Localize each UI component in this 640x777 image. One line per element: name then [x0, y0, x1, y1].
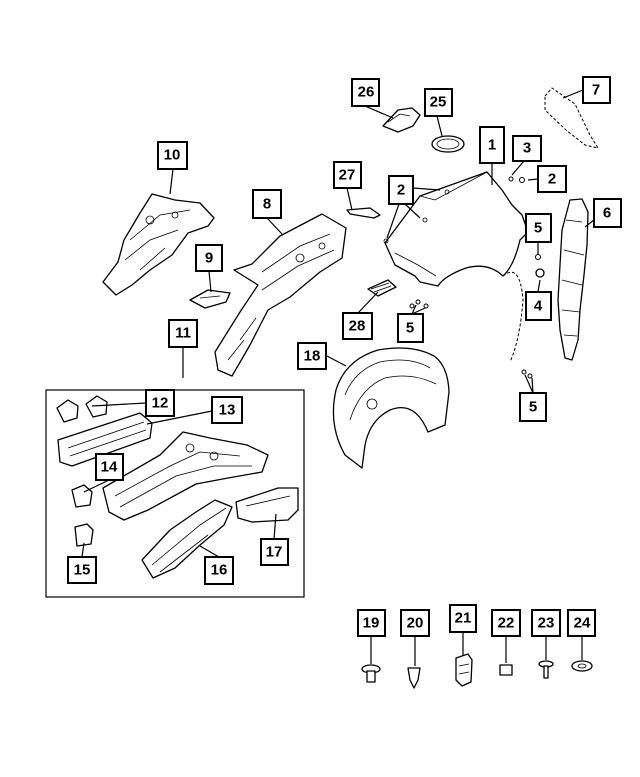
callout-12: 12: [145, 389, 175, 417]
callout-10: 10: [157, 141, 188, 170]
callout-2-secondary: 2: [537, 165, 567, 193]
svg-text:21: 21: [455, 610, 472, 627]
svg-text:26: 26: [358, 84, 375, 101]
svg-text:4: 4: [534, 298, 543, 315]
lower-rail-part: [141, 499, 233, 579]
svg-text:7: 7: [592, 82, 600, 99]
retainer-20-part: [407, 667, 421, 689]
callout-15: 15: [67, 556, 97, 584]
callout-5: 5: [525, 213, 552, 243]
callout-27: 27: [333, 161, 362, 189]
callout-19: 19: [357, 609, 386, 637]
callout-21: 21: [449, 604, 477, 633]
svg-text:14: 14: [101, 459, 118, 476]
apron-assembly-part: [102, 193, 215, 296]
svg-text:25: 25: [430, 94, 447, 111]
leader-lines: [81, 89, 604, 666]
svg-text:28: 28: [349, 318, 366, 335]
callout-9: 9: [195, 244, 223, 272]
svg-text:27: 27: [339, 167, 356, 184]
front-fender-part: [383, 171, 529, 363]
svg-text:18: 18: [304, 348, 321, 365]
fender-seal-part: [544, 87, 600, 149]
callout-20: 20: [400, 609, 430, 637]
svg-text:15: 15: [74, 562, 91, 579]
svg-text:8: 8: [263, 196, 271, 213]
strip-bracket-part: [346, 207, 381, 219]
svg-text:9: 9: [205, 250, 213, 267]
svg-text:22: 22: [498, 615, 515, 632]
wheelhouse-liner-part: [332, 347, 450, 469]
support-bracket-part: [74, 523, 94, 547]
callout-1: 1: [479, 126, 505, 164]
callout-4: 4: [525, 291, 552, 321]
fender-fasteners: [409, 176, 545, 379]
svg-text:23: 23: [538, 615, 555, 632]
grommet-24-part: [571, 660, 593, 672]
svg-text:17: 17: [266, 544, 283, 561]
svg-text:5: 5: [529, 399, 537, 416]
callout-7: 7: [582, 76, 611, 104]
svg-text:5: 5: [534, 220, 542, 237]
callout-6: 6: [593, 198, 622, 228]
fastener-23-part: [538, 660, 554, 679]
svg-text:11: 11: [175, 325, 191, 342]
svg-text:2: 2: [548, 171, 556, 188]
mount-brackets-part: [56, 395, 108, 423]
clip-22-part: [499, 664, 513, 676]
housing-bracket-part: [382, 107, 421, 133]
svg-text:6: 6: [603, 205, 611, 222]
svg-text:2: 2: [397, 182, 405, 199]
rail-panel-part: [235, 487, 299, 523]
fender-brace-part: [557, 198, 589, 361]
vent-bracket-part: [367, 279, 397, 297]
svg-text:24: 24: [574, 615, 591, 632]
callout-26: 26: [351, 78, 380, 107]
callout-8: 8: [252, 189, 282, 219]
fuel-door-part: [431, 135, 465, 153]
small-bracket-part: [189, 289, 231, 309]
svg-text:16: 16: [211, 562, 228, 579]
callout-11: 11: [168, 319, 198, 348]
svg-text:13: 13: [219, 402, 236, 419]
callout-28: 28: [342, 312, 373, 340]
callout-3: 3: [512, 135, 542, 162]
callout-13: 13: [211, 396, 243, 424]
callout-17: 17: [260, 538, 289, 566]
svg-text:10: 10: [164, 147, 181, 164]
callout-14: 14: [95, 453, 124, 481]
callout-5-secondary: 5: [397, 313, 424, 343]
push-pin-19-part: [361, 664, 381, 683]
svg-text:5: 5: [406, 320, 414, 337]
callout-16: 16: [204, 556, 234, 585]
rivet-21-part: [455, 653, 473, 687]
callout-5-tertiary: 5: [519, 392, 547, 422]
svg-text:1: 1: [488, 137, 496, 154]
svg-text:3: 3: [523, 140, 531, 157]
rail-bracket-part: [71, 484, 93, 508]
svg-text:20: 20: [407, 615, 424, 632]
callout-2: 2: [388, 175, 414, 205]
svg-text:12: 12: [152, 395, 169, 412]
callout-18: 18: [297, 342, 327, 370]
callout-23: 23: [531, 609, 561, 637]
callout-22: 22: [491, 609, 521, 637]
rail-apron-part: [214, 213, 347, 377]
svg-text:19: 19: [363, 615, 380, 632]
callout-24: 24: [567, 609, 596, 637]
callout-25: 25: [424, 88, 453, 117]
frame-rail-part: [57, 412, 269, 521]
